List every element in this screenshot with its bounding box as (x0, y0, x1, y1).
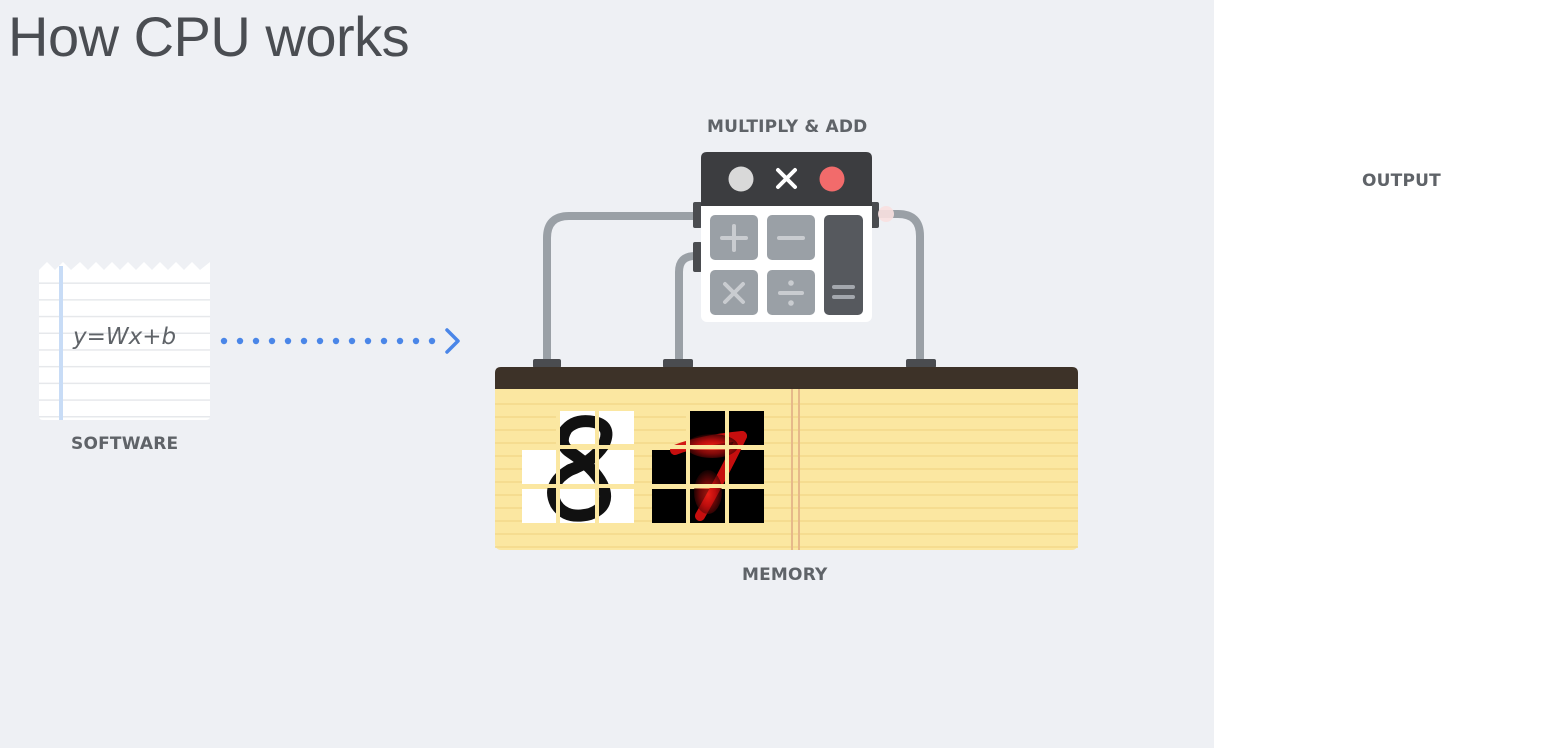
button-glyphs (720, 224, 855, 304)
pipe-connectors (533, 202, 936, 368)
memory-label: MEMORY (742, 565, 828, 585)
close-x-icon (776, 168, 797, 189)
digit-8-image (520, 409, 636, 525)
divide-dot-top (788, 280, 794, 286)
pipe-glow (878, 206, 894, 222)
divide-dot-bottom (788, 300, 794, 306)
red-light-icon (819, 166, 845, 192)
gray-light-icon (728, 166, 754, 192)
calculator (701, 152, 872, 322)
page-title: How CPU works (8, 5, 410, 68)
software-label: SOFTWARE (71, 434, 179, 454)
equals-button (824, 215, 863, 315)
dotted-arrow-icon (220, 328, 460, 354)
multiply-add-label: MULTIPLY & ADD (707, 117, 868, 137)
output-label: OUTPUT (1362, 171, 1441, 191)
memory-bar (495, 367, 1078, 389)
software-notepad (39, 262, 210, 420)
software-formula: y=Wx+b (73, 324, 177, 350)
digit-7-heatmap-image (650, 409, 766, 525)
output-panel (1214, 0, 1568, 748)
